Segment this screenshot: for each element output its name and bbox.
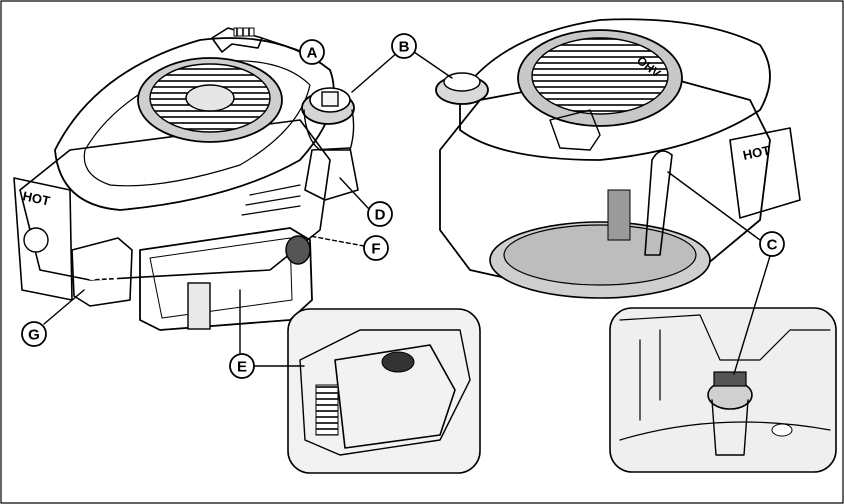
- callout-e: E: [230, 354, 254, 378]
- callout-g: G: [22, 322, 46, 346]
- callout-a-label: A: [307, 45, 318, 62]
- callout-d: D: [368, 202, 392, 226]
- leader-a: [262, 38, 298, 50]
- inset-air-filter: [288, 309, 480, 473]
- callout-a: A: [300, 40, 324, 64]
- callout-c: C: [760, 232, 784, 256]
- callout-d-label: D: [375, 207, 386, 224]
- leader-f: [310, 236, 364, 246]
- callout-f: F: [364, 236, 388, 260]
- leader-b-left: [352, 52, 398, 92]
- callout-f-label: F: [371, 241, 380, 258]
- callout-b-label: B: [399, 39, 410, 56]
- callout-b: B: [392, 34, 416, 58]
- right-engine: OHV HOT: [436, 19, 800, 298]
- callout-e-label: E: [237, 359, 247, 376]
- hot-label-left: HOT: [21, 188, 51, 208]
- leader-d: [340, 178, 368, 208]
- leader-c-top: [668, 172, 760, 240]
- inset-dipstick: [610, 308, 836, 472]
- leader-b-right: [414, 52, 452, 78]
- left-engine: HOT OHV: [14, 28, 358, 330]
- callout-c-label: C: [767, 237, 778, 254]
- ohv-badge-text: OHV: [86, 267, 121, 284]
- callout-g-label: G: [28, 327, 40, 344]
